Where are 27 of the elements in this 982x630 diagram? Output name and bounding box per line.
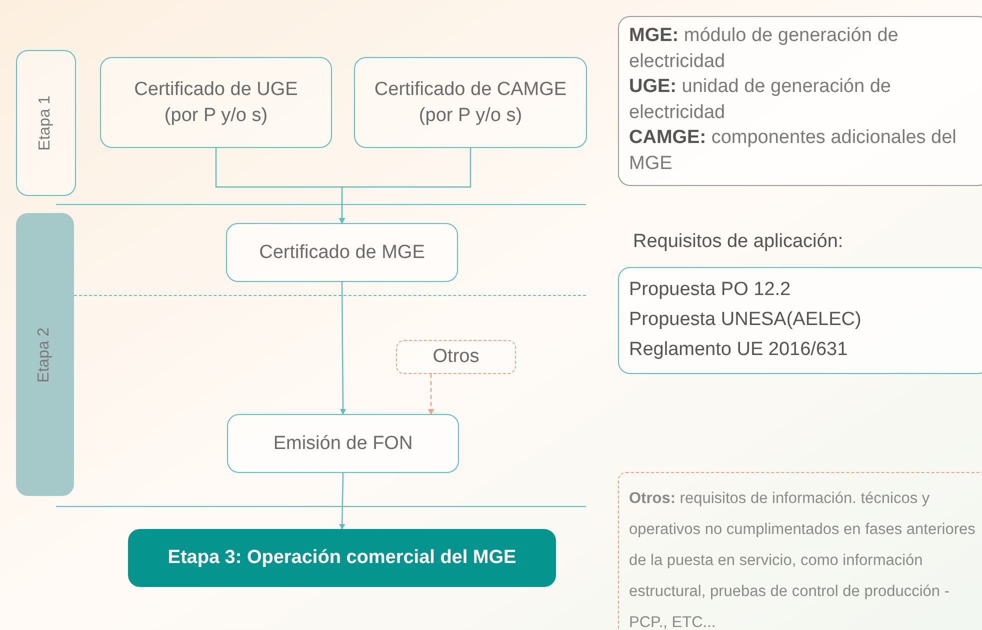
process-box (100, 57, 332, 148)
box-label: Certificado de UGE (por P y/o s) (133, 78, 299, 128)
stage-box (128, 529, 556, 587)
stage-band (16, 213, 74, 496)
requirement-text: Propuesta PO 12.2 (629, 278, 791, 302)
stage-label: Etapa 2 (35, 326, 54, 382)
process-box (226, 223, 458, 282)
process-box (227, 414, 459, 473)
connector-arrow (340, 282, 346, 415)
box-label: Certificado de MGE (259, 240, 425, 264)
box-label: Emisión de FON (273, 432, 413, 456)
stage-label: Etapa 1 (36, 95, 55, 151)
requirement-text: Reglamento UE 2016/631 (629, 338, 848, 362)
box-label: Etapa 3: Operación comercial del MGE (168, 546, 516, 570)
connector-arrow (339, 472, 346, 530)
box-label: Otros (432, 345, 480, 369)
process-box (354, 57, 587, 148)
connector-arrow (428, 374, 434, 415)
box-label: Certificado de CAMGE (por P y/o s) (373, 78, 568, 128)
definition-text: CAMGE: componentes adicionales del MGE (629, 126, 958, 176)
definition-box (618, 16, 982, 186)
dashed-box (396, 340, 516, 374)
stage-band (16, 50, 76, 196)
note-text: Otros: requisitos de información. técnicos y operativos no cumplimentados en fases anteriores de la puesta en servicio, como información estructural, pruebas de control de producción -PCP., ETC... (629, 489, 976, 630)
section-heading: Requisitos de aplicación: (633, 230, 844, 254)
requirement-text: Propuesta UNESA(AELEC) (629, 308, 862, 332)
connector-arrow (339, 148, 472, 224)
